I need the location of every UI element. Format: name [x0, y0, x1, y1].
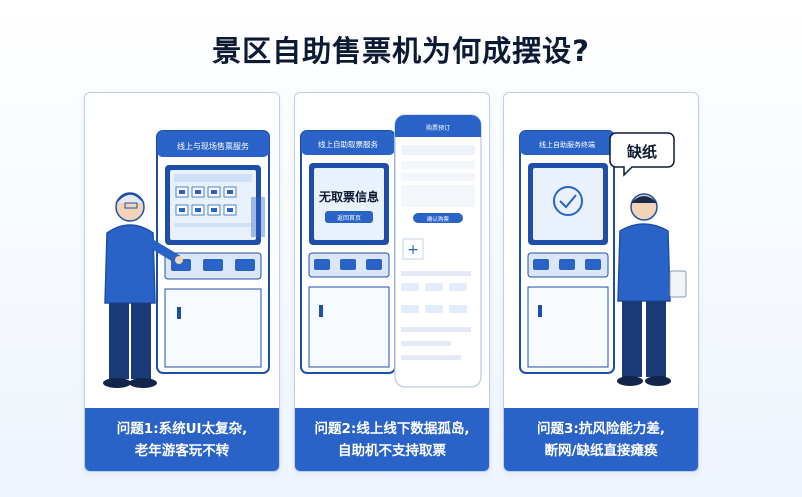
speech-bubble: 缺纸: [609, 132, 675, 177]
visitor-figure: [617, 193, 687, 386]
kiosk: 线上与现场售票服务: [156, 130, 270, 374]
no-ticket-message: 无取票信息: [318, 189, 379, 204]
caption-line-1: 问题3:抗风险能力差,: [537, 420, 665, 437]
problem-caption-2: 问题2:线上线下数据孤岛, 自助机不支持取票: [295, 408, 489, 471]
problem-caption-1: 问题1:系统UI太复杂, 老年游客玩不转: [85, 408, 279, 471]
kiosk: 线上自助服务终端: [519, 130, 615, 374]
smartphone: 购票预订 确认购票 +: [394, 114, 482, 388]
page-title: 景区自助售票机为何成摆设?: [212, 34, 590, 68]
svg-text:+: +: [407, 242, 419, 258]
kiosk-elderly-illustration: 线上与现场售票服务: [103, 130, 270, 388]
caption-line-2: 断网/缺纸直接瘫痪: [544, 442, 658, 459]
problem-panel-3: 线上自助服务终端 缺纸 问题3:: [503, 92, 699, 472]
kiosk-phone-illustration: 线上自助取票服务 无取票信息 返回首页 购票预订 确认购票: [300, 114, 482, 388]
kiosk-out-of-paper-illustration: 线上自助服务终端 缺纸: [519, 130, 687, 386]
caption-line-2: 老年游客玩不转: [134, 442, 230, 459]
problem-panel-1: 线上与现场售票服务: [84, 92, 280, 472]
out-of-paper-label: 缺纸: [626, 143, 657, 161]
phone-app-title: 购票预订: [426, 124, 450, 132]
problem-caption-3: 问题3:抗风险能力差, 断网/缺纸直接瘫痪: [504, 408, 698, 471]
kiosk-header-text: 线上自助服务终端: [539, 140, 595, 149]
caption-line-1: 问题2:线上线下数据孤岛,: [314, 420, 470, 437]
problem-panel-2: 线上自助取票服务 无取票信息 返回首页 购票预订 确认购票: [294, 92, 490, 472]
caption-line-1: 问题1:系统UI太复杂,: [116, 420, 248, 437]
elderly-visitor-figure: [103, 192, 183, 388]
caption-line-2: 自助机不支持取票: [338, 442, 446, 459]
return-home-button-label: 返回首页: [337, 214, 361, 222]
kiosk-header-text: 线上自助取票服务: [318, 139, 378, 149]
kiosk-header-text: 线上与现场售票服务: [177, 141, 249, 151]
kiosk: 线上自助取票服务 无取票信息 返回首页: [300, 130, 396, 374]
phone-confirm-button-label: 确认购票: [427, 215, 450, 223]
